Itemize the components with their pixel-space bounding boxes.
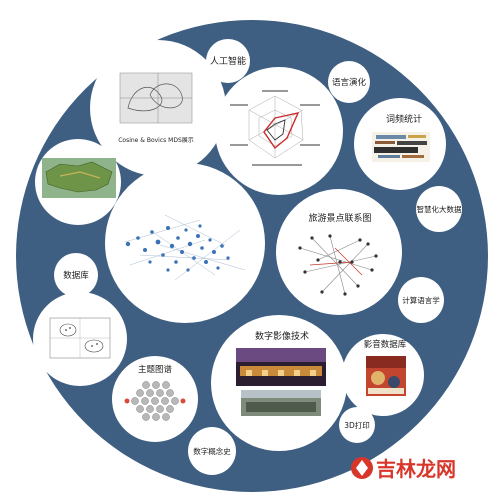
label-tourism-graph: 旅游景点联系图 <box>308 212 371 224</box>
map-region-shape <box>45 161 113 193</box>
mds-plot-thumbnail <box>119 72 193 124</box>
label-3d-printing: 3D打印 <box>344 420 370 430</box>
movie-poster-thumbnail <box>366 356 406 396</box>
label-word-freq: 词频统计 <box>386 113 422 125</box>
radar-series-dark <box>266 119 286 141</box>
bubble-tourism-graph: 旅游景点联系图 <box>276 189 402 315</box>
watermark: 吉林龙网 <box>351 457 456 481</box>
bubble-digital-concept-history: 数字概念史 <box>188 427 236 475</box>
label-video-db: 影音数据库 <box>364 339 407 350</box>
tourism-nodes <box>298 234 378 296</box>
topic-map-node-highlight <box>124 398 130 404</box>
radar-series-red <box>263 112 300 150</box>
bubble-topic-map: 主题图谱 <box>112 356 198 442</box>
bubble-lang-evolution: 语言演化 <box>328 61 370 103</box>
topic-map-nodes <box>131 381 179 421</box>
watermark-text: 吉林龙网 <box>376 457 456 481</box>
network-nodes <box>125 224 230 272</box>
mds-caption: Cosine & Bovics MDS展示 <box>118 137 194 144</box>
bubble-comp-linguistics: 计算语言学 <box>398 277 444 323</box>
bubble-word-freq: 词频统计 <box>354 98 446 190</box>
bubble-mds: Cosine & Bovics MDS展示 <box>90 40 226 176</box>
bubble-scatter-chart <box>33 292 127 386</box>
label-digital-concept-history: 数字概念史 <box>193 446 231 456</box>
bubble-radar-chart <box>215 67 343 195</box>
network-edges <box>124 214 246 281</box>
tourism-edges-red <box>309 247 363 276</box>
label-database: 数据库 <box>63 270 89 281</box>
word-cloud-thumbnail <box>372 132 430 162</box>
bubble-digital-imaging: 数字影像技术 <box>211 315 347 451</box>
label-comp-linguistics: 计算语言学 <box>402 295 440 305</box>
tourism-edges <box>299 235 377 295</box>
label-ai: 人工智能 <box>210 55 246 67</box>
radar-axis-labels <box>230 90 320 166</box>
bubble-video-db: 影音数据库 <box>342 334 424 416</box>
bubble-ai: 人工智能 <box>206 39 250 83</box>
bubble-map <box>35 139 121 225</box>
label-digital-imaging: 数字影像技术 <box>255 330 309 342</box>
bubble-3d-printing: 3D打印 <box>339 407 375 443</box>
imaging-photo-bottom <box>241 390 321 416</box>
label-lang-evolution: 语言演化 <box>332 77 367 88</box>
label-topic-map: 主题图谱 <box>138 364 173 375</box>
bubble-network-graph <box>105 163 265 323</box>
bubble-database: 数据库 <box>54 253 98 297</box>
bubble-smart-data: 智慧化大数据 <box>416 186 462 232</box>
imaging-photo-top <box>236 348 326 386</box>
topic-map-node-highlight-2 <box>180 398 186 404</box>
label-smart-data: 智慧化大数据 <box>417 204 462 214</box>
